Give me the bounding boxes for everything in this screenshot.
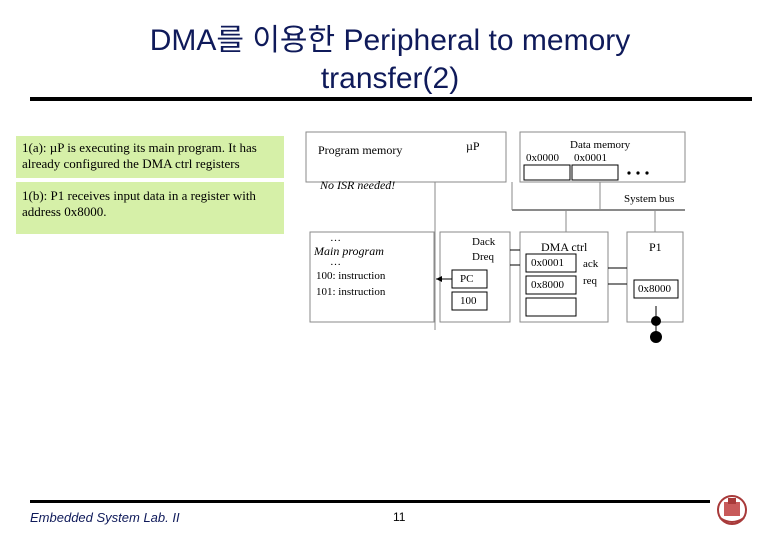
main-program-line-1: 100: instruction [316,270,386,282]
p1-label: P1 [649,240,662,254]
data-memory-label: Data memory [570,139,631,151]
pc-label: PC [460,273,474,285]
no-isr-note: No ISR needed! [320,178,396,192]
main-program-dots-mid: … [330,256,341,268]
note-1a: 1(a): µP is executing its main program. … [16,136,284,178]
note-1b: 1(b): P1 receives input data in a regist… [16,182,284,234]
req-label: req [583,275,598,287]
ack-label: ack [583,258,599,270]
footer-lab-name: Embedded System Lab. II [30,510,180,525]
program-memory-label: Program memory [318,143,403,157]
system-bus-label: System bus [624,193,675,205]
main-program-label: Main program [314,244,384,258]
data-memory-addr-0: 0x0000 [526,152,559,164]
dma-reg-1: 0x0001 [531,257,564,269]
page-number: 11 [393,510,406,524]
p1-register: 0x8000 [638,283,671,295]
data-memory-addr-1: 0x0001 [574,152,607,164]
main-program-line-2: 101: instruction [316,286,386,298]
dack-label: Dack [472,236,496,248]
main-program-dots-top: … [330,232,341,244]
slide-title-line1: DMA를 이용한 Peripheral to memory [149,24,631,57]
microprocessor-label: µP [466,139,480,153]
slide-title-line2: transfer(2) [320,62,460,95]
title-rule [30,97,752,101]
dreq-label: Dreq [472,251,494,263]
dma-ctrl-label: DMA ctrl [541,240,588,254]
dma-reg-2: 0x8000 [531,279,564,291]
pc-value: 100 [460,295,477,307]
